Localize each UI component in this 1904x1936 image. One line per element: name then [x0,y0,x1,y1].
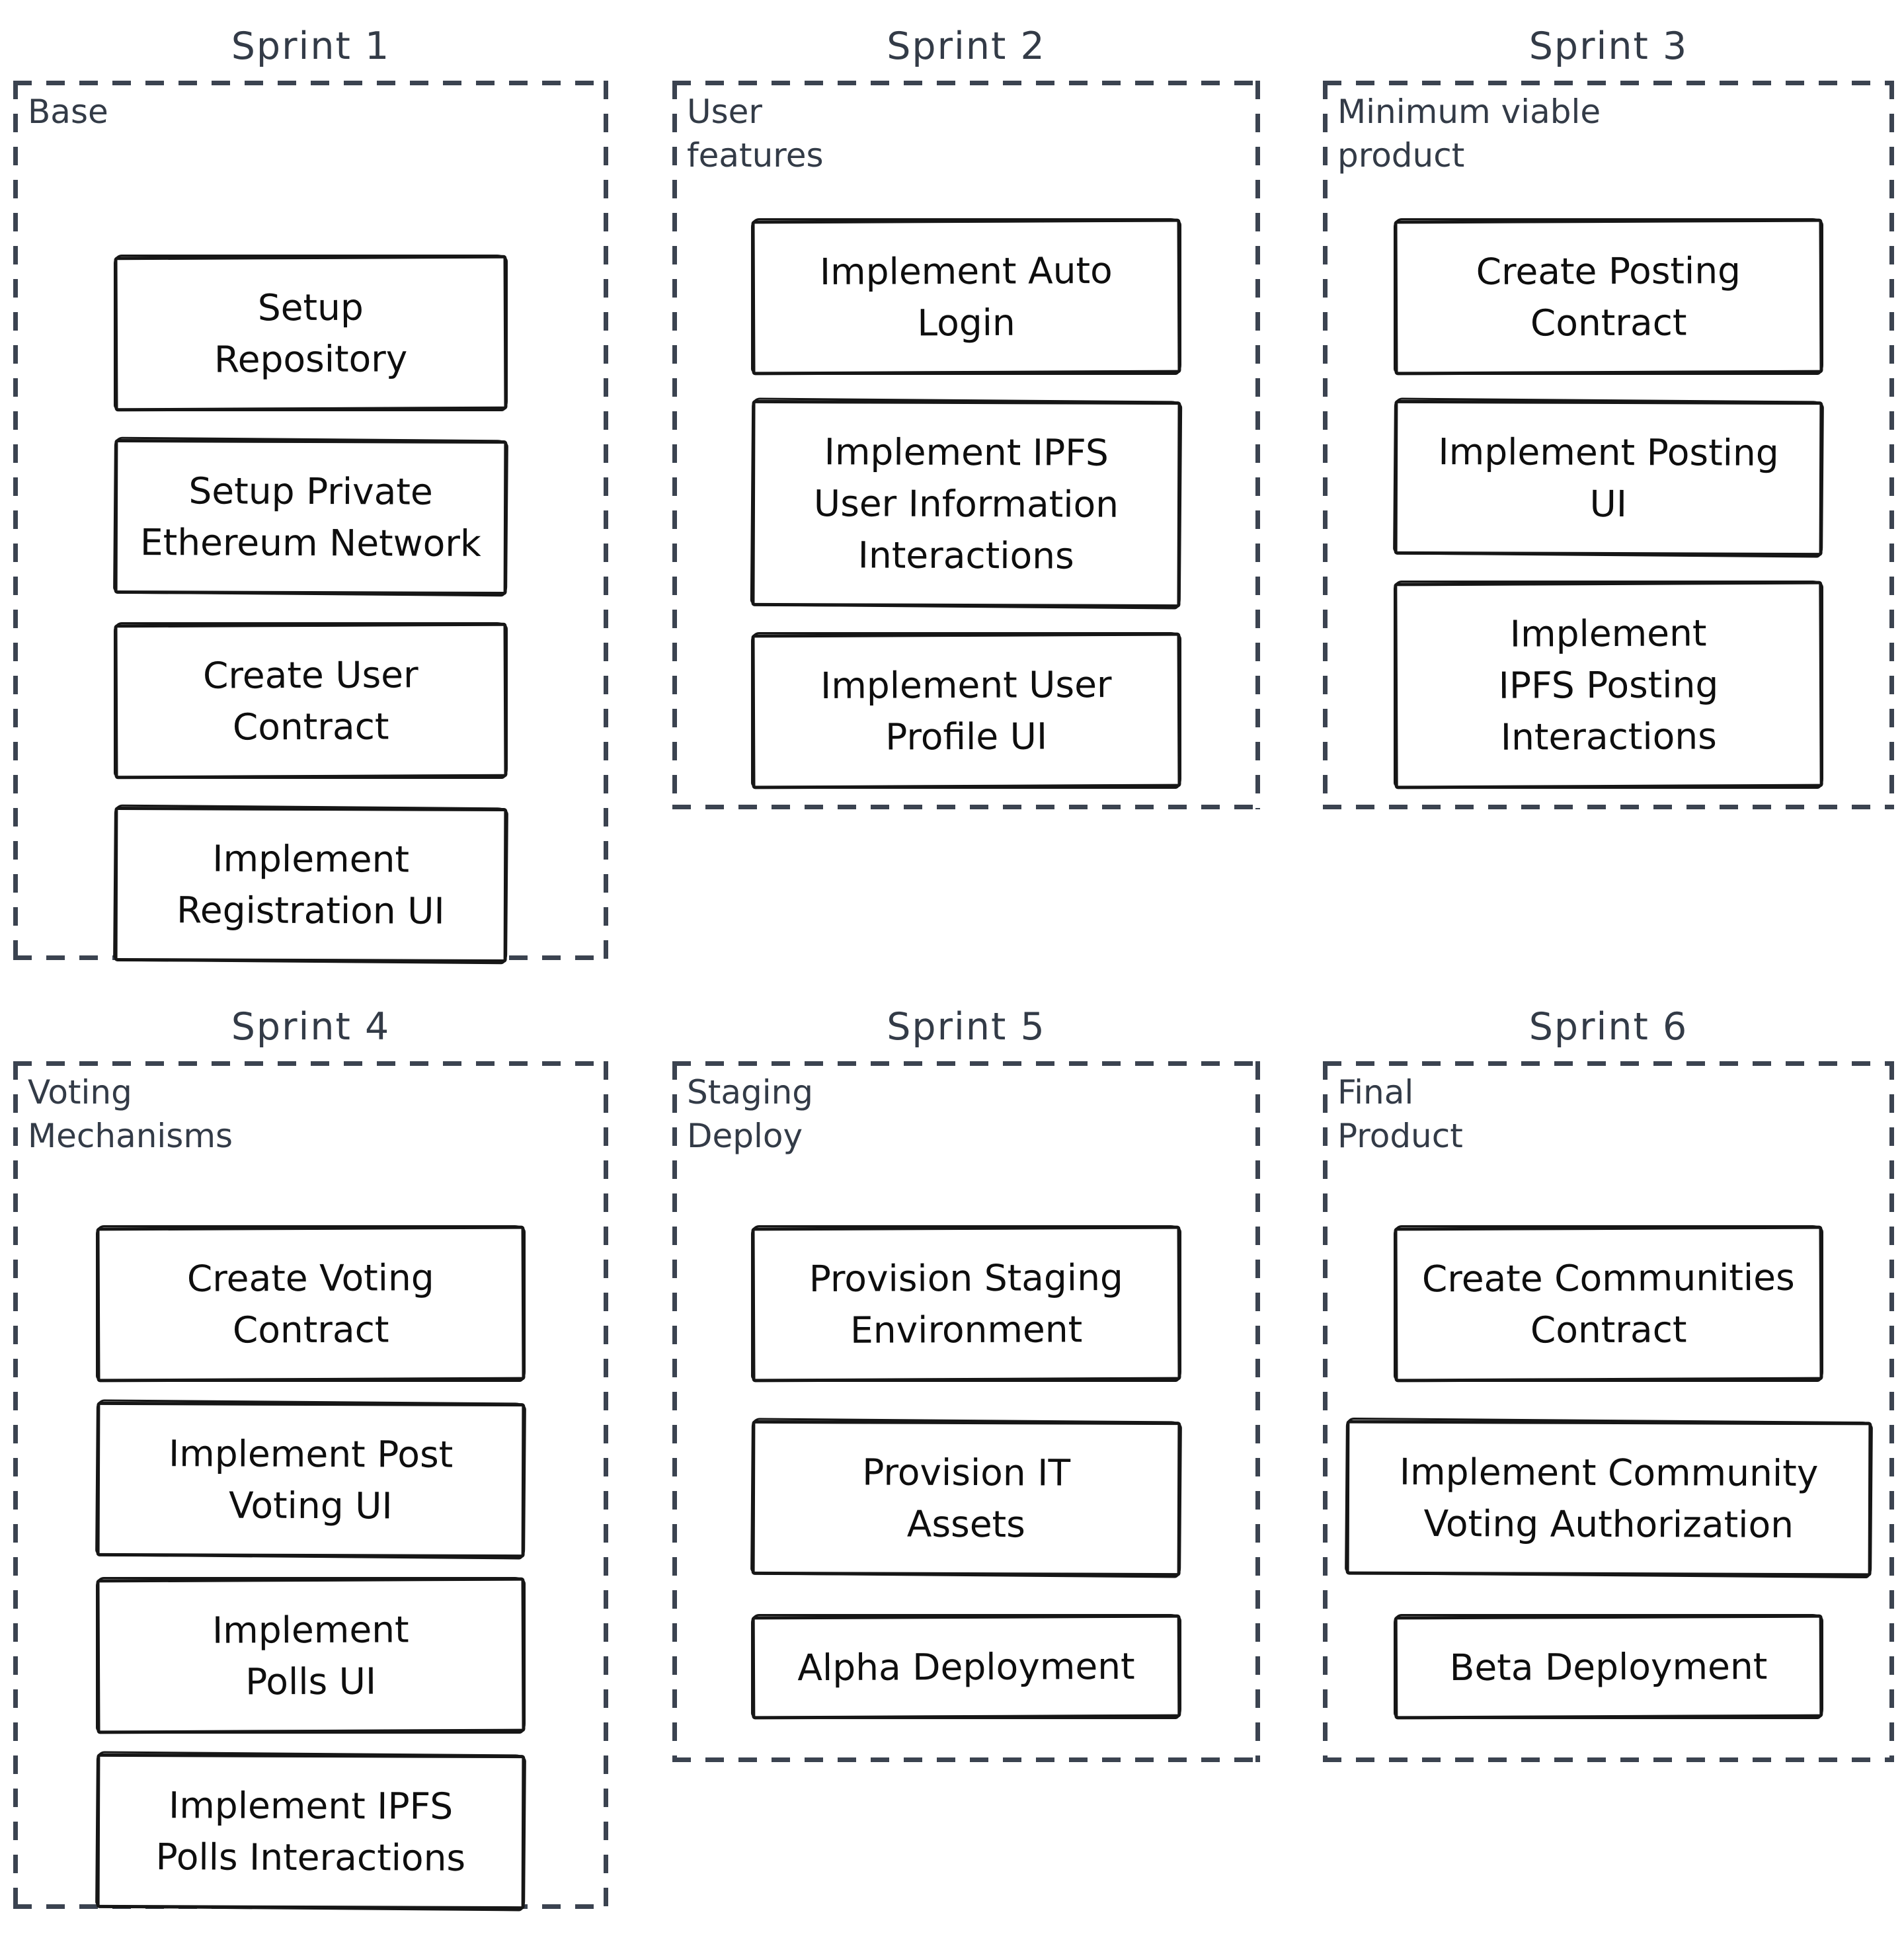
task-text: Implement IPFS User Information Interact… [813,430,1119,577]
task-text: Implement Registration UI [176,837,445,932]
sprint-4-task-list: Create Voting Contract Implement Post Vo… [13,1225,608,1910]
sprint-6-label: Final Product [1337,1072,1463,1155]
task-text: Provision Staging Environment [809,1256,1124,1351]
sprint-1-task-list: Setup Repository Setup Private Ethereum … [13,255,608,963]
dashed-border-top [672,80,1260,85]
sprint-6-task-3[interactable]: Beta Deployment [1394,1614,1823,1720]
task-text: Implement Posting UI [1438,430,1779,525]
task-text: Setup Repository [214,286,408,381]
sprint-2-title: Sprint 2 [887,24,1046,68]
task-text: Create Posting Contract [1476,249,1741,344]
task-text: Create Communities Contract [1421,1256,1795,1351]
sprint-2-task-3[interactable]: Implement User Profile UI [751,632,1181,789]
sprint-5-frame[interactable]: Staging Deploy Provision Staging Environ… [672,1061,1260,1762]
task-text: Implement IPFS Posting Interactions [1498,612,1719,758]
task-text: Alpha Deployment [797,1644,1135,1689]
sprint-2-section: Sprint 2 User features Implement Auto Lo… [672,24,1260,809]
task-text: Implement IPFS Polls Interactions [155,1784,466,1880]
sprint-5-task-1[interactable]: Provision Staging Environment [751,1225,1181,1383]
sprint-1-task-4[interactable]: Implement Registration UI [114,807,508,963]
sprint-3-task-1[interactable]: Create Posting Contract [1394,218,1823,376]
sprint-2-frame[interactable]: User features Implement Auto Login Imple… [672,80,1260,809]
sprint-3-section: Sprint 3 Minimum viable product Create P… [1323,24,1894,809]
sprint-6-frame[interactable]: Final Product Create Communities Contrac… [1323,1061,1894,1762]
task-text: Create User Contract [202,653,418,748]
dashed-border-bottom [1323,804,1894,809]
sprint-2-task-2[interactable]: Implement IPFS User Information Interact… [751,399,1181,608]
sprint-5-title: Sprint 5 [887,1005,1046,1049]
dashed-border-bottom [1323,1757,1894,1762]
task-text: Implement Auto Login [819,249,1113,344]
sprint-3-task-3[interactable]: Implement IPFS Posting Interactions [1394,581,1823,789]
dashed-border-top [13,1061,608,1066]
dashed-border-top [672,1061,1260,1066]
task-text: Implement Post Voting UI [168,1432,454,1527]
sprint-1-section: Sprint 1 Base Setup Repository Setup Pri… [13,24,608,963]
sprint-2-task-list: Implement Auto Login Implement IPFS User… [672,218,1260,789]
sprint-3-task-list: Create Posting Contract Implement Postin… [1323,218,1894,789]
sprint-5-task-3[interactable]: Alpha Deployment [751,1614,1181,1720]
sprint-2-label: User features [687,92,824,175]
sprint-4-task-3[interactable]: Implement Polls UI [96,1577,526,1734]
sprint-5-label: Staging Deploy [687,1072,814,1155]
task-text: Beta Deployment [1449,1644,1768,1689]
sprint-6-section: Sprint 6 Final Product Create Communitie… [1323,1005,1894,1762]
sprint-1-task-1[interactable]: Setup Repository [114,255,508,412]
sprint-5-task-list: Provision Staging Environment Provision … [672,1225,1260,1720]
task-text: Create Voting Contract [186,1256,434,1351]
sprint-4-task-2[interactable]: Implement Post Voting UI [96,1401,526,1558]
dashed-border-bottom [672,804,1260,809]
dashed-border-top [1323,1061,1894,1066]
sprint-3-label: Minimum viable product [1337,92,1601,175]
sprint-2-task-1[interactable]: Implement Auto Login [751,218,1181,376]
sprint-6-task-1[interactable]: Create Communities Contract [1394,1225,1823,1383]
sprint-4-frame[interactable]: Voting Mechanisms Create Voting Contract… [13,1061,608,1910]
sprint-3-task-2[interactable]: Implement Posting UI [1394,399,1823,557]
task-text: Implement User Profile UI [820,663,1112,758]
sprint-3-title: Sprint 3 [1528,24,1688,68]
task-text: Implement Polls UI [212,1608,409,1703]
sprint-4-title: Sprint 4 [231,1005,391,1049]
sprint-1-frame[interactable]: Base Setup Repository Setup Private Ethe… [13,80,608,963]
sprint-4-task-1[interactable]: Create Voting Contract [96,1225,526,1383]
sprint-4-task-4[interactable]: Implement IPFS Polls Interactions [96,1753,526,1910]
task-text: Implement Community Voting Authorization [1399,1450,1818,1546]
task-text: Setup Private Ethereum Network [139,469,481,565]
dashed-border-top [1323,80,1894,85]
sprint-4-label: Voting Mechanisms [28,1072,233,1155]
sprint-3-frame[interactable]: Minimum viable product Create Posting Co… [1323,80,1894,809]
task-text: Provision IT Assets [862,1451,1071,1546]
sprint-1-label: Base [28,92,108,131]
sprint-5-section: Sprint 5 Staging Deploy Provision Stagin… [672,1005,1260,1762]
dashed-border-bottom [672,1757,1260,1762]
sprint-1-title: Sprint 1 [231,24,391,68]
sprint-1-task-3[interactable]: Create User Contract [114,622,508,780]
sprint-6-title: Sprint 6 [1528,1005,1688,1049]
sprint-1-task-2[interactable]: Setup Private Ethereum Network [114,438,508,595]
dashed-border-top [13,80,608,85]
sprint-4-section: Sprint 4 Voting Mechanisms Create Voting… [13,1005,608,1910]
sprint-6-task-list: Create Communities Contract Implement Co… [1323,1225,1894,1720]
sprint-6-task-2[interactable]: Implement Community Voting Authorization [1345,1420,1872,1577]
sprint-5-task-2[interactable]: Provision IT Assets [751,1420,1181,1577]
